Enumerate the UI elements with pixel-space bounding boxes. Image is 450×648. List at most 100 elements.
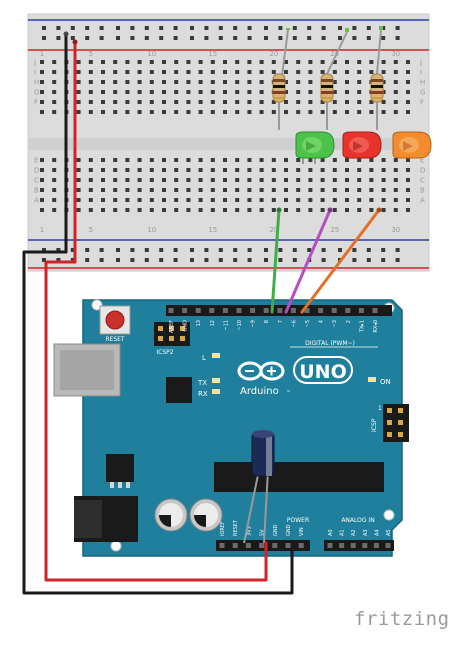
row-letter: I: [420, 69, 422, 77]
analog-pin-label: A1: [340, 529, 346, 536]
row-letter: G: [420, 89, 425, 97]
breadboard-hole: [332, 60, 337, 64]
breadboard-hole: [88, 70, 93, 74]
breadboard-hole: [125, 90, 130, 94]
breadboard-hole: [369, 188, 374, 192]
breadboard-hole: [320, 168, 325, 172]
breadboard-hole: [113, 80, 118, 84]
breadboard-hole: [393, 110, 398, 114]
breadboard-hole: [76, 198, 81, 202]
breadboard-hole: [223, 178, 227, 182]
board-capacitor-1: [154, 498, 188, 532]
breadboard-hole: [345, 70, 349, 74]
breadboard-hole: [369, 100, 374, 104]
breadboard-hole: [40, 168, 44, 172]
header-pin: [219, 543, 225, 548]
row-letter: D: [420, 167, 425, 175]
breadboard-hole: [174, 168, 179, 172]
breadboard-hole: [137, 188, 142, 192]
breadboard-hole: [369, 208, 374, 212]
breadboard-hole: [284, 188, 288, 192]
breadboard-hole: [186, 188, 191, 192]
rail-hole: [233, 26, 238, 30]
digital-pin-label: 4: [319, 320, 325, 323]
row-letter: I: [34, 69, 36, 77]
header-pin: [385, 543, 391, 548]
breadboard-hole: [247, 158, 252, 162]
breadboard-hole: [381, 198, 386, 202]
electrolytic-capacitor: [243, 430, 275, 544]
row-letter: C: [34, 177, 39, 185]
breadboard-hole: [113, 110, 118, 114]
rail-hole: [338, 26, 342, 30]
breadboard-hole: [296, 168, 301, 172]
rail-hole: [264, 248, 268, 252]
rail-hole: [116, 258, 120, 262]
breadboard-hole: [210, 80, 215, 84]
breadboard-hole: [345, 208, 349, 212]
rail-hole: [352, 258, 357, 262]
rail-hole: [130, 36, 135, 40]
rail-hole: [233, 258, 238, 262]
breadboard-hole: [393, 178, 398, 182]
column-number: 15: [208, 226, 217, 234]
breadboard-hole: [247, 100, 252, 104]
breadboard-hole: [235, 110, 240, 114]
column-number: 10: [147, 226, 156, 234]
breadboard-hole: [125, 60, 130, 64]
breadboard-hole: [320, 188, 325, 192]
breadboard-hole: [345, 198, 349, 202]
analog-pin-label: A5: [386, 529, 392, 536]
breadboard-hole: [40, 188, 44, 192]
rail-hole: [204, 36, 209, 40]
breadboard-hole: [186, 60, 191, 64]
breadboard-hole: [149, 80, 154, 84]
breadboard-hole: [76, 100, 81, 104]
breadboard-hole: [101, 100, 105, 104]
breadboard-hole: [393, 80, 398, 84]
breadboard-hole: [332, 208, 337, 212]
breadboard-hole: [345, 178, 349, 182]
rail-hole: [338, 248, 342, 252]
breadboard-hole: [52, 70, 57, 74]
breadboard-hole: [125, 110, 130, 114]
row-letter: E: [420, 157, 424, 165]
led-tx-indicator: [212, 378, 220, 383]
rail-hole: [70, 258, 75, 262]
breadboard-hole: [101, 178, 105, 182]
rail-hole: [278, 26, 283, 30]
reset-button[interactable]: [99, 305, 131, 335]
breadboard-hole: [271, 198, 276, 202]
rail-hole: [395, 26, 400, 30]
breadboard-hole: [332, 110, 337, 114]
breadboard-hole: [52, 110, 57, 114]
breadboard-hole: [332, 168, 337, 172]
bottom-header-pins: [219, 543, 391, 548]
rail-hole: [292, 36, 297, 40]
rail-hole: [85, 26, 90, 30]
breadboard-hole: [174, 198, 179, 202]
icsp2-label: ICSP2: [156, 349, 173, 356]
breadboard-hole: [296, 188, 301, 192]
breadboard-hole: [357, 110, 362, 114]
breadboard-hole: [332, 188, 337, 192]
row-letter: A: [420, 197, 425, 205]
breadboard-hole: [247, 198, 252, 202]
breadboard-hole: [284, 208, 288, 212]
rail-hole: [307, 26, 312, 30]
breadboard-hole: [296, 90, 301, 94]
breadboard-hole: [198, 90, 203, 94]
breadboard-hole: [162, 188, 166, 192]
column-number: 10: [147, 50, 156, 58]
breadboard-hole: [174, 70, 179, 74]
row-letter: D: [34, 167, 39, 175]
led-orange: [392, 131, 432, 159]
breadboard-hole: [149, 60, 154, 64]
breadboard-hole: [198, 110, 203, 114]
breadboard-hole: [101, 168, 105, 172]
breadboard-hole: [186, 178, 191, 182]
breadboard-hole: [235, 208, 240, 212]
rail-hole: [292, 258, 297, 262]
breadboard-hole: [125, 208, 130, 212]
breadboard-hole: [235, 90, 240, 94]
